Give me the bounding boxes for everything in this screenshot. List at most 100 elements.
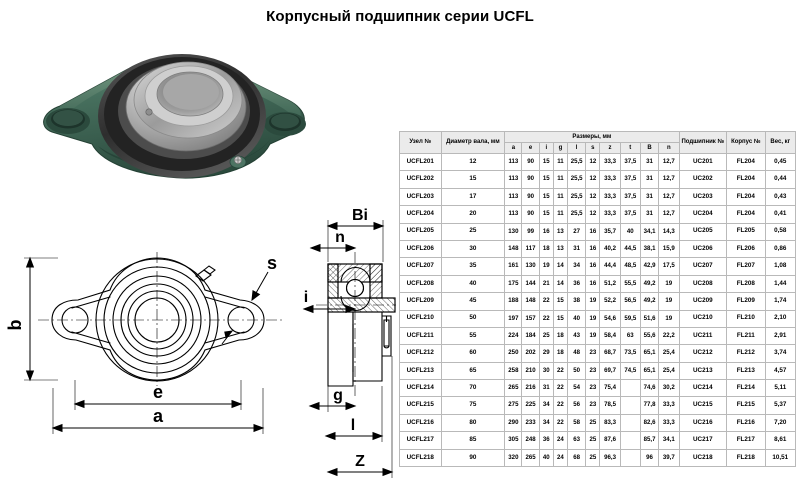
- cell-g: 22: [552, 413, 569, 433]
- cell-B: 82,6: [639, 413, 660, 433]
- cell-z: 52,2: [599, 292, 621, 311]
- dim-label-Z: Z: [355, 453, 365, 470]
- cell-i: 15: [538, 187, 554, 207]
- cell-z: 54,6: [599, 309, 621, 328]
- cell-B: 34,1: [639, 222, 660, 241]
- cell-housing: FL208: [726, 274, 766, 294]
- cell-t: 73,5: [619, 344, 641, 363]
- cell-a: 113: [504, 170, 523, 189]
- cell-n: 25,4: [658, 344, 680, 363]
- cell-i: 21: [538, 274, 554, 294]
- cell-B: 74,6: [639, 379, 660, 398]
- th-shaft-diameter: Диаметр вала, мм: [440, 131, 506, 154]
- cell-t: [619, 448, 641, 468]
- cell-bearing: UC217: [678, 431, 728, 450]
- cell-housing: FL204: [726, 187, 766, 207]
- cell-l: 25,5: [567, 152, 587, 172]
- cell-g: 13: [552, 239, 569, 259]
- cell-housing: FL204: [726, 205, 766, 224]
- cell-l: 58: [567, 413, 587, 433]
- cell-e: 99: [521, 222, 540, 241]
- cell-housing: FL216: [726, 413, 766, 433]
- cell-i: 25: [538, 326, 554, 346]
- cell-n: 33,3: [658, 413, 680, 433]
- dim-label-a: a: [153, 406, 164, 426]
- cell-d: 30: [440, 239, 506, 259]
- cell-s: 12: [585, 205, 601, 224]
- cell-d: 55: [440, 326, 506, 346]
- cell-housing: FL215: [726, 396, 766, 415]
- cell-g: 22: [552, 379, 569, 398]
- cell-z: 75,4: [599, 379, 621, 398]
- cell-housing: FL211: [726, 326, 766, 346]
- cell-l: 68: [567, 448, 587, 468]
- cell-i: 22: [538, 292, 554, 311]
- cell-g: 22: [552, 396, 569, 415]
- cell-B: 49,2: [639, 292, 660, 311]
- cell-g: 11: [552, 152, 569, 172]
- cell-d: 25: [440, 222, 506, 241]
- cell-bearing: UC204: [678, 205, 728, 224]
- cell-d: 15: [440, 170, 506, 189]
- cell-a: 113: [504, 205, 523, 224]
- cell-l: 36: [567, 274, 587, 294]
- cell-t: 56,5: [619, 292, 641, 311]
- th-dim-e: e: [521, 142, 540, 154]
- cell-unit: UCFL214: [399, 379, 442, 398]
- cell-a: 130: [504, 222, 523, 241]
- cell-z: 33,3: [599, 152, 621, 172]
- cell-e: 210: [521, 361, 540, 381]
- cell-s: 16: [585, 274, 601, 294]
- cell-B: 49,2: [639, 274, 660, 294]
- cell-bearing: UC213: [678, 361, 728, 381]
- th-dim-z: z: [599, 142, 621, 154]
- cell-s: 19: [585, 292, 601, 311]
- cell-B: 38,1: [639, 239, 660, 259]
- cell-s: 12: [585, 170, 601, 189]
- cell-z: 69,7: [599, 361, 621, 381]
- cell-e: 90: [521, 187, 540, 207]
- cell-n: 30,2: [658, 379, 680, 398]
- cell-t: 63: [619, 326, 641, 346]
- cell-s: 23: [585, 361, 601, 381]
- cell-i: 15: [538, 170, 554, 189]
- cell-t: 40: [619, 222, 641, 241]
- cell-a: 113: [504, 152, 523, 172]
- cell-t: 37,5: [619, 205, 641, 224]
- cell-i: 16: [538, 222, 554, 241]
- cell-bearing: UC201: [678, 152, 728, 172]
- cell-bearing: UC218: [678, 448, 728, 468]
- cell-n: 19: [658, 274, 680, 294]
- cell-unit: UCFL217: [399, 431, 442, 450]
- cell-z: 68,7: [599, 344, 621, 363]
- cell-a: 148: [504, 239, 523, 259]
- cell-unit: UCFL204: [399, 205, 442, 224]
- cell-weight: 2,10: [764, 309, 797, 328]
- cell-B: 96: [639, 448, 660, 468]
- table-header-row-1: Узел № Диаметр вала, мм Размеры, мм Подш…: [399, 131, 797, 154]
- cell-B: 65,1: [639, 361, 660, 381]
- cell-housing: FL213: [726, 361, 766, 381]
- cell-s: 19: [585, 309, 601, 328]
- cell-z: 87,6: [599, 431, 621, 450]
- cell-g: 15: [552, 309, 569, 328]
- table-head: Узел № Диаметр вала, мм Размеры, мм Подш…: [399, 131, 797, 154]
- cell-unit: UCFL207: [399, 257, 442, 276]
- cell-B: 55,6: [639, 326, 660, 346]
- cell-e: 225: [521, 396, 540, 415]
- cell-g: 11: [552, 205, 569, 224]
- cell-s: 25: [585, 448, 601, 468]
- cell-bearing: UC202: [678, 170, 728, 189]
- cell-housing: FL204: [726, 170, 766, 189]
- cell-B: 31: [639, 170, 660, 189]
- cell-B: 31: [639, 152, 660, 172]
- cell-unit: UCFL201: [399, 152, 442, 172]
- cell-i: 19: [538, 257, 554, 276]
- cell-a: 188: [504, 292, 523, 311]
- cell-housing: FL205: [726, 222, 766, 241]
